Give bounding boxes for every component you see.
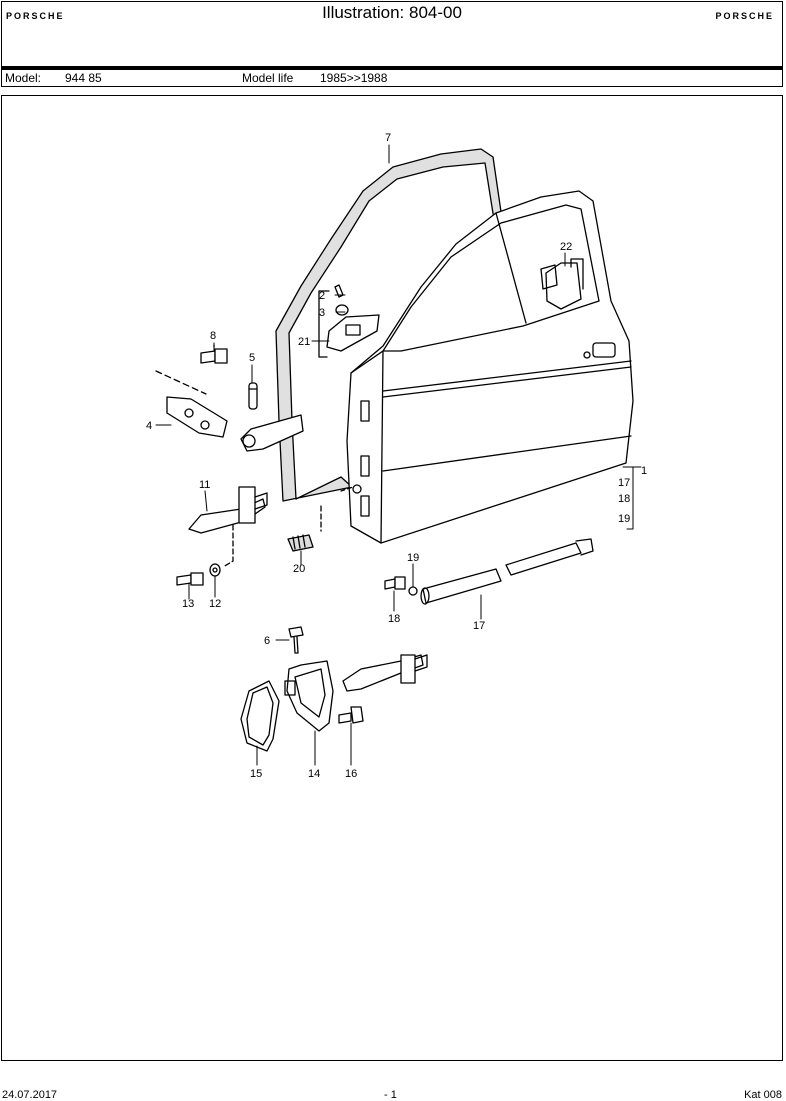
model-life-label: Model life bbox=[242, 71, 294, 85]
callout-8: 8 bbox=[210, 330, 216, 342]
footer-page-number: - 1 bbox=[384, 1089, 397, 1101]
screw-part-6 bbox=[288, 626, 304, 654]
callout-17b: 17 bbox=[473, 620, 485, 632]
hinge-parts-2-3-21 bbox=[318, 284, 380, 358]
callout-4: 4 bbox=[146, 420, 152, 432]
callout-12: 12 bbox=[209, 598, 221, 610]
callout-6: 6 bbox=[264, 635, 270, 647]
hinge-plate-part-4 bbox=[155, 370, 228, 438]
callout-14: 14 bbox=[308, 768, 320, 780]
window-bracket-part-22 bbox=[540, 258, 584, 310]
callouts: 7 22 2 3 21 8 5 4 1 17 18 19 11 20 19 13… bbox=[146, 132, 647, 780]
bolt-part-18 bbox=[384, 576, 406, 590]
callout-16: 16 bbox=[345, 768, 357, 780]
door-check-arm-part-11 bbox=[188, 486, 354, 568]
model-value: 944 85 bbox=[65, 71, 102, 85]
model-label: Model: bbox=[5, 71, 42, 85]
callout-18a: 18 bbox=[618, 493, 630, 505]
illustration-title: Illustration: 804-00 bbox=[322, 3, 462, 22]
callout-1: 1 bbox=[641, 465, 647, 477]
model-life-value: 1985>>1988 bbox=[320, 71, 388, 85]
guide-plate-part-14 bbox=[284, 660, 334, 732]
callout-19a: 19 bbox=[618, 513, 630, 525]
bolt-part-13 bbox=[176, 572, 204, 586]
callout-17a: 17 bbox=[618, 477, 630, 489]
callout-3: 3 bbox=[319, 307, 325, 319]
porsche-logo-left: PORSCHE bbox=[6, 11, 65, 21]
callout-2: 2 bbox=[319, 290, 325, 302]
callout-22: 22 bbox=[560, 241, 572, 253]
diagram-area: 7 22 2 3 21 8 5 4 1 17 18 19 11 20 19 13… bbox=[1, 95, 783, 1061]
leader-lines bbox=[155, 144, 642, 766]
header: PORSCHE Illustration: 804-00 PORSCHE bbox=[1, 1, 783, 67]
callout-20: 20 bbox=[293, 563, 305, 575]
callout-7: 7 bbox=[385, 132, 391, 144]
model-bar: Model: 944 85 Model life 1985>>1988 bbox=[1, 67, 783, 87]
check-arm-lower bbox=[342, 654, 428, 692]
hinge-arm bbox=[240, 414, 304, 452]
pin-part-5 bbox=[248, 382, 258, 410]
door-strut-part-17 bbox=[420, 538, 594, 605]
grommet-part-20 bbox=[287, 534, 314, 552]
callout-11: 11 bbox=[199, 479, 210, 491]
callout-19b: 19 bbox=[407, 552, 419, 564]
callout-13: 13 bbox=[182, 598, 194, 610]
footer-date: 24.07.2017 bbox=[2, 1089, 58, 1101]
callout-18b: 18 bbox=[388, 613, 400, 625]
gasket-part-15 bbox=[240, 680, 280, 752]
door-shell-part-1 bbox=[346, 190, 634, 544]
washer-part-12 bbox=[209, 563, 221, 577]
nut-part-19 bbox=[408, 586, 418, 596]
footer-catalog: Kat 008 bbox=[744, 1089, 782, 1101]
porsche-logo-right: PORSCHE bbox=[715, 11, 774, 21]
callout-21: 21 bbox=[298, 336, 310, 348]
door-exploded-diagram: 7 22 2 3 21 8 5 4 1 17 18 19 11 20 19 13… bbox=[146, 132, 647, 780]
bolt-part-16 bbox=[338, 706, 364, 724]
callout-5: 5 bbox=[249, 352, 255, 364]
callout-15: 15 bbox=[250, 768, 262, 780]
